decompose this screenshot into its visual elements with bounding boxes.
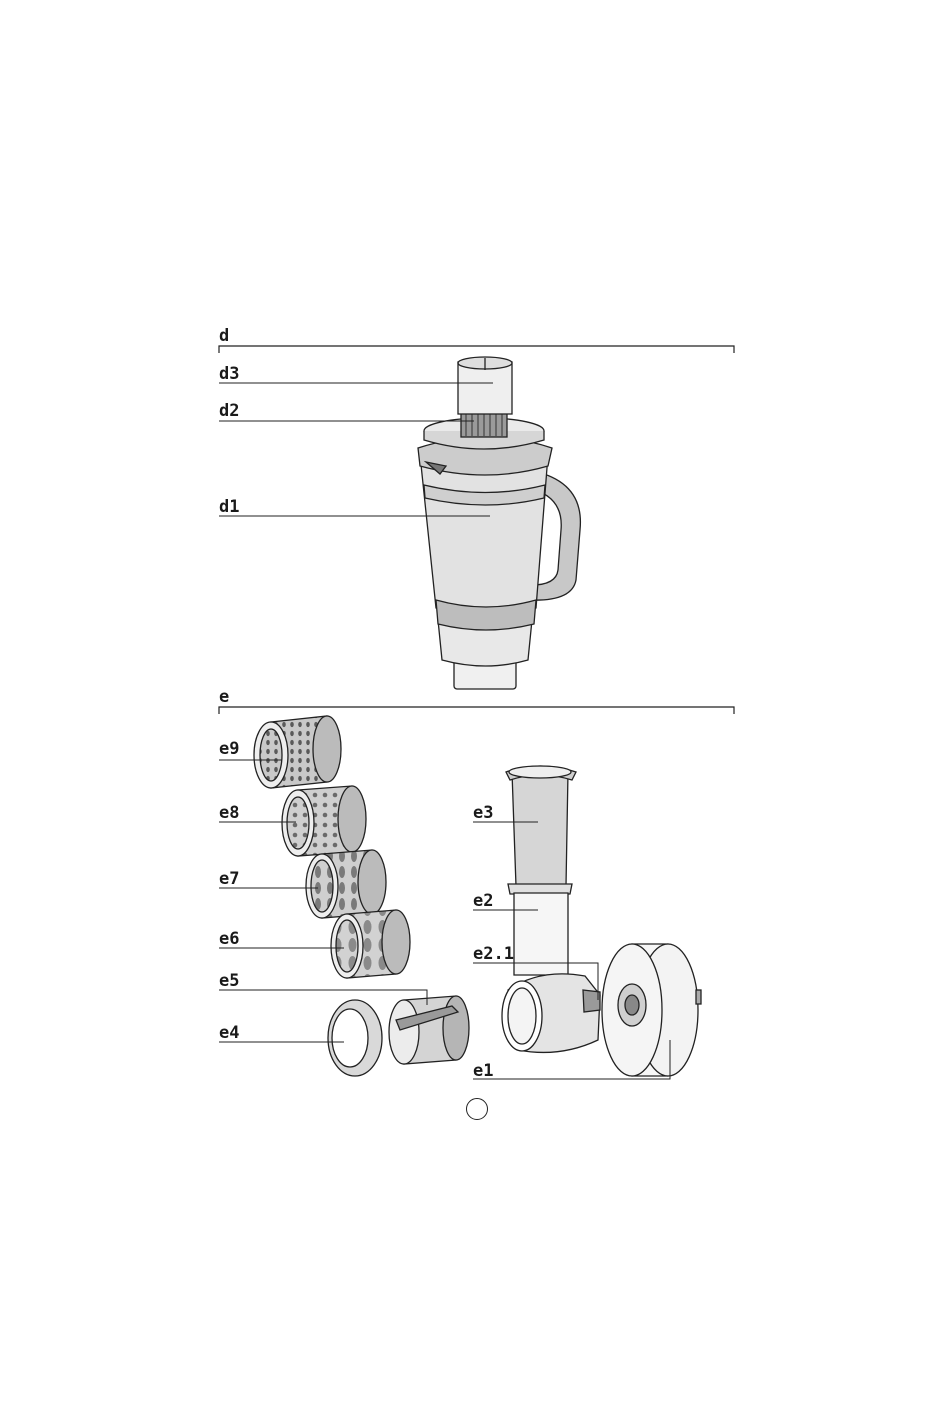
ring-e4 — [328, 1000, 382, 1076]
feed-tube-e2 — [502, 884, 600, 1052]
drum-e6 — [331, 910, 410, 978]
drum-e9 — [254, 716, 341, 788]
motor-housing-e1 — [602, 944, 701, 1076]
blender-lid-d2 — [424, 411, 544, 449]
drum-e8 — [282, 786, 366, 856]
leader-e5 — [219, 990, 427, 1005]
blender-cap-d3 — [458, 357, 512, 414]
drum-e7 — [306, 850, 386, 918]
page-marker-circle — [466, 1098, 488, 1120]
slicer-drum-e5 — [389, 996, 469, 1064]
pusher-e3 — [506, 766, 576, 886]
section-d-bracket — [219, 346, 734, 353]
blender-jug-d1 — [418, 437, 580, 689]
section-e-bracket — [219, 707, 734, 714]
